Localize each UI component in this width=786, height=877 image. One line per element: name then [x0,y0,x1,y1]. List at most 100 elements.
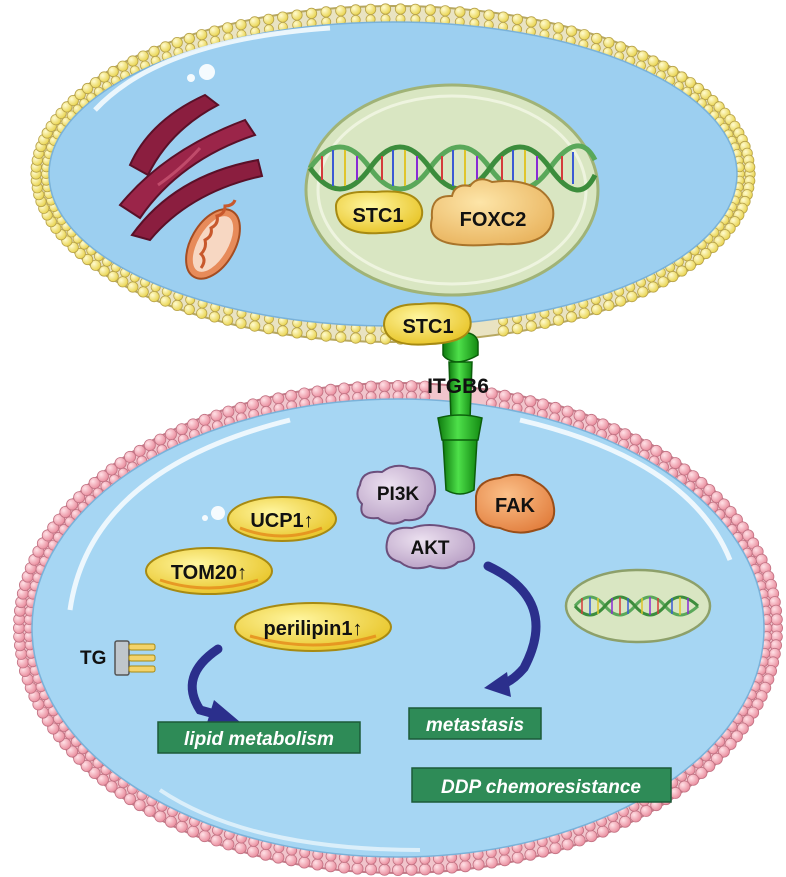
lipid-head [378,863,391,876]
lipid-head [561,405,574,418]
lipid-head [552,22,565,34]
lipid-head [591,303,603,316]
lipid-head [608,423,621,436]
lipid-head [311,858,324,871]
lipid-head [405,863,418,876]
lipid-head [305,7,318,19]
lipid-head [485,856,498,869]
lipid-head [198,830,211,843]
lipid-head [187,825,200,838]
lipid-head [164,815,177,828]
arrow-icon [483,561,541,697]
lipid-head [277,11,289,23]
lipid-head [703,760,716,773]
lipid-head [124,450,137,463]
lipid-head [445,861,458,874]
lipid-head [66,498,79,511]
lipid-head [573,409,586,422]
lipid-head [707,241,719,253]
lipid-head [164,428,177,441]
stc1-secreted-protein: STC1 [382,302,472,346]
lipid-head [364,863,377,876]
lipid-head [585,830,598,843]
lipid-head [272,392,285,405]
lipid-head [285,389,298,402]
triglyceride: TG [80,640,156,676]
lipid-head [432,862,445,875]
lipid-head [552,314,565,326]
lipid-head [629,810,642,823]
lipid-head [171,36,183,49]
lipid-head [143,804,156,817]
lipid-head [710,491,723,504]
lipid-head [88,476,101,489]
lipid-head [692,253,705,266]
lipid-head [468,7,481,19]
lipid-head [511,323,524,335]
foxc2-label: FOXC2 [460,209,527,231]
lipid-head [724,738,737,751]
lipid-head [596,418,609,431]
lipid-head [148,45,160,58]
lipid-head [133,444,146,457]
tom20-label: TOM20↑ [171,562,247,584]
lipid-head [525,16,537,28]
lipid-head [74,247,86,260]
lipid-head [439,5,451,17]
lipid-head [498,389,511,402]
lipid-head [222,314,234,326]
lipid-head [770,613,783,626]
lipid-head [249,16,261,28]
lipid-head [133,799,146,812]
lipid-head [525,320,537,332]
top-cell: STC1 FOXC2 [30,3,756,345]
lipid-head [700,247,712,260]
small-nucleus [564,568,712,644]
lipid-head [637,286,649,298]
lipid-head [249,320,261,332]
lipid-head [405,380,418,393]
lipid-head [277,325,289,337]
lipid-head [175,423,188,436]
lipid-head [324,860,337,873]
lipid-head [259,848,272,861]
lipid-head [537,845,550,858]
lipid-head [285,854,298,867]
lipid-head [695,476,708,489]
lipid-head [647,55,659,67]
lipid-head [619,815,632,828]
lipid-head [657,60,669,72]
lipid-head [730,730,743,743]
pi3k-protein: PI3K [356,464,437,525]
lipid-head [143,439,156,452]
lipid-head [619,428,632,441]
lipid-head [350,332,362,344]
lipid-head [717,745,730,758]
lipid-head [351,862,364,875]
perilipin1-protein: perilipin1↑ [234,602,392,652]
lipid-head [320,6,332,18]
lipid-head [80,483,93,496]
lipid-head [137,50,149,62]
lipid-head [59,738,72,751]
lipid-head [497,325,509,337]
lipid-head [246,398,259,411]
lipid-head [614,41,627,53]
lipid-head [171,299,183,311]
lipid-head [524,848,537,861]
lipid-head [338,382,351,395]
lipid-head [626,45,638,58]
lipid-head [159,295,171,307]
lipid-head [262,13,275,25]
lipid-head [379,3,392,15]
lipid-head [483,9,495,21]
lipid-head [107,270,119,283]
lipid-head [74,88,86,101]
lipid-head [472,858,485,871]
lipid-head [629,433,642,446]
lipid-head [667,65,679,78]
lipid-head [585,413,598,426]
lipid-head [539,317,551,329]
lipid-head [148,290,160,303]
